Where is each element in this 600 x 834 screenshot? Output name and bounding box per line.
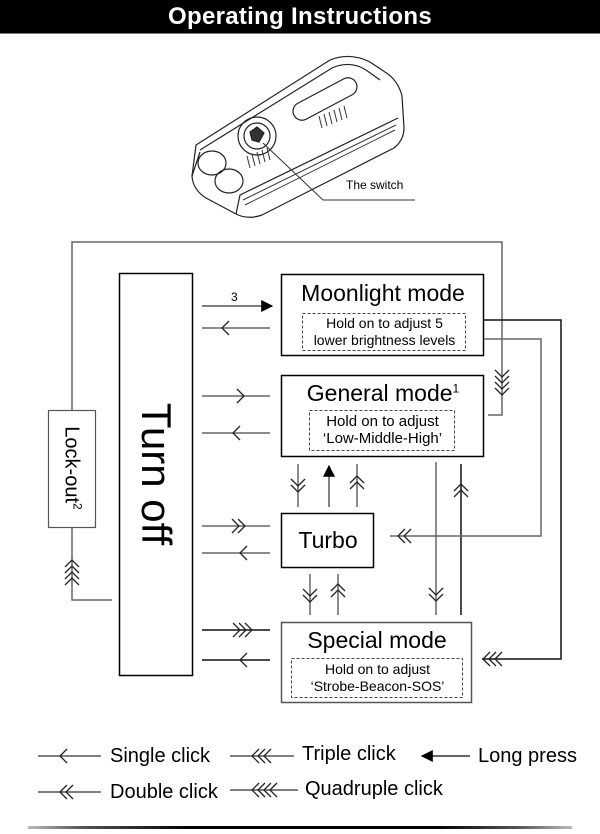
- legend-triple-click: Triple click: [302, 743, 396, 765]
- legend-single-click: Single click: [110, 745, 211, 767]
- legend-quadruple-click: Quadruple click: [305, 778, 443, 800]
- quadruple-click-arrow-icon: [64, 559, 80, 586]
- quadruple-click-arrow-icon: [494, 369, 510, 396]
- general-title-text: General mode: [306, 380, 453, 406]
- double-click-arrow-icon: [290, 478, 306, 493]
- switch-label: The switch: [346, 178, 404, 192]
- legend-double-click-icon: [59, 784, 74, 800]
- general-note-box: [309, 410, 455, 451]
- flashlight-icon: [191, 55, 405, 218]
- legend-symbols: [38, 748, 470, 800]
- header-bar: Operating Instructions: [0, 0, 600, 34]
- turn-off-box: [118, 272, 194, 677]
- legend-long-press: Long press: [478, 745, 577, 767]
- legend-quadruple-click-icon: [251, 782, 278, 798]
- double-click-arrow-icon: [302, 588, 318, 603]
- special-note-box: [291, 658, 463, 698]
- turn-off-text: Turn off: [133, 402, 180, 546]
- footer-divider: [28, 826, 572, 829]
- moonlight-note-line1: Hold on to adjust 5: [326, 315, 443, 331]
- single-click-arrow-icon: [232, 425, 241, 441]
- legend-double-click: Double click: [110, 781, 218, 803]
- moonlight-to-special-path: [482, 319, 562, 660]
- moonlight-mode-box: [280, 273, 485, 357]
- double-click-arrow-icon: [453, 483, 469, 498]
- turn-off-label: Turn off: [132, 403, 180, 545]
- page-title: Operating Instructions: [168, 2, 432, 30]
- turbo-title: Turbo: [298, 527, 358, 553]
- triple-click-arrow-icon: [482, 651, 503, 667]
- special-note-line1: Hold on to adjust: [324, 661, 431, 677]
- triple-click-arrow-icon: [232, 622, 253, 638]
- moonlight-note-line2: lower brightness levels: [313, 332, 456, 348]
- lock-out-label: Lock-out2: [60, 426, 85, 509]
- legend-single-click-icon: [59, 748, 68, 764]
- moonlight-note: Hold on to adjust 5 lower brightness lev…: [303, 315, 466, 349]
- moonlight-to-turbo-path: [390, 338, 542, 537]
- double-click-arrow-icon: [428, 587, 444, 602]
- single-click-arrow-icon: [236, 388, 245, 404]
- double-click-arrow-icon: [349, 475, 365, 490]
- lock-out-footnote: 2: [70, 503, 85, 510]
- special-note-line2: ‘Strobe-Beacon-SOS’: [310, 678, 445, 694]
- lockout-to-general-path: [71, 241, 503, 416]
- general-note-line2: ‘Low-Middle-High’: [322, 430, 443, 447]
- general-note-line1: Hold on to adjust: [326, 413, 439, 430]
- moonlight-note-box: [302, 313, 466, 351]
- general-footnote: 1: [452, 381, 460, 396]
- single-click-arrow-icon: [239, 545, 248, 561]
- double-click-arrow-icon: [330, 583, 346, 598]
- general-title: General mode1: [282, 380, 484, 407]
- moonlight-entry-count: 3: [231, 290, 238, 304]
- switch-leader-line: [262, 142, 324, 201]
- single-click-arrow-icon: [221, 320, 230, 336]
- double-click-arrow-icon: [397, 528, 412, 544]
- turnoff-to-lockout-path: [71, 528, 112, 601]
- lock-out-text: Lock-out: [60, 426, 83, 504]
- special-title: Special mode: [307, 627, 447, 653]
- double-click-arrow-icon: [231, 518, 246, 534]
- turbo-box: [280, 512, 375, 569]
- moonlight-title: Moonlight mode: [301, 280, 465, 306]
- lock-out-box: [47, 409, 97, 529]
- legend-triple-click-icon: [251, 748, 272, 764]
- special-note: Hold on to adjust ‘Strobe-Beacon-SOS’: [292, 661, 463, 695]
- special-mode-box: [280, 621, 473, 704]
- general-note: Hold on to adjust ‘Low-Middle-High’: [310, 413, 455, 447]
- general-mode-box: [280, 374, 485, 458]
- single-click-arrow-icon: [239, 652, 248, 668]
